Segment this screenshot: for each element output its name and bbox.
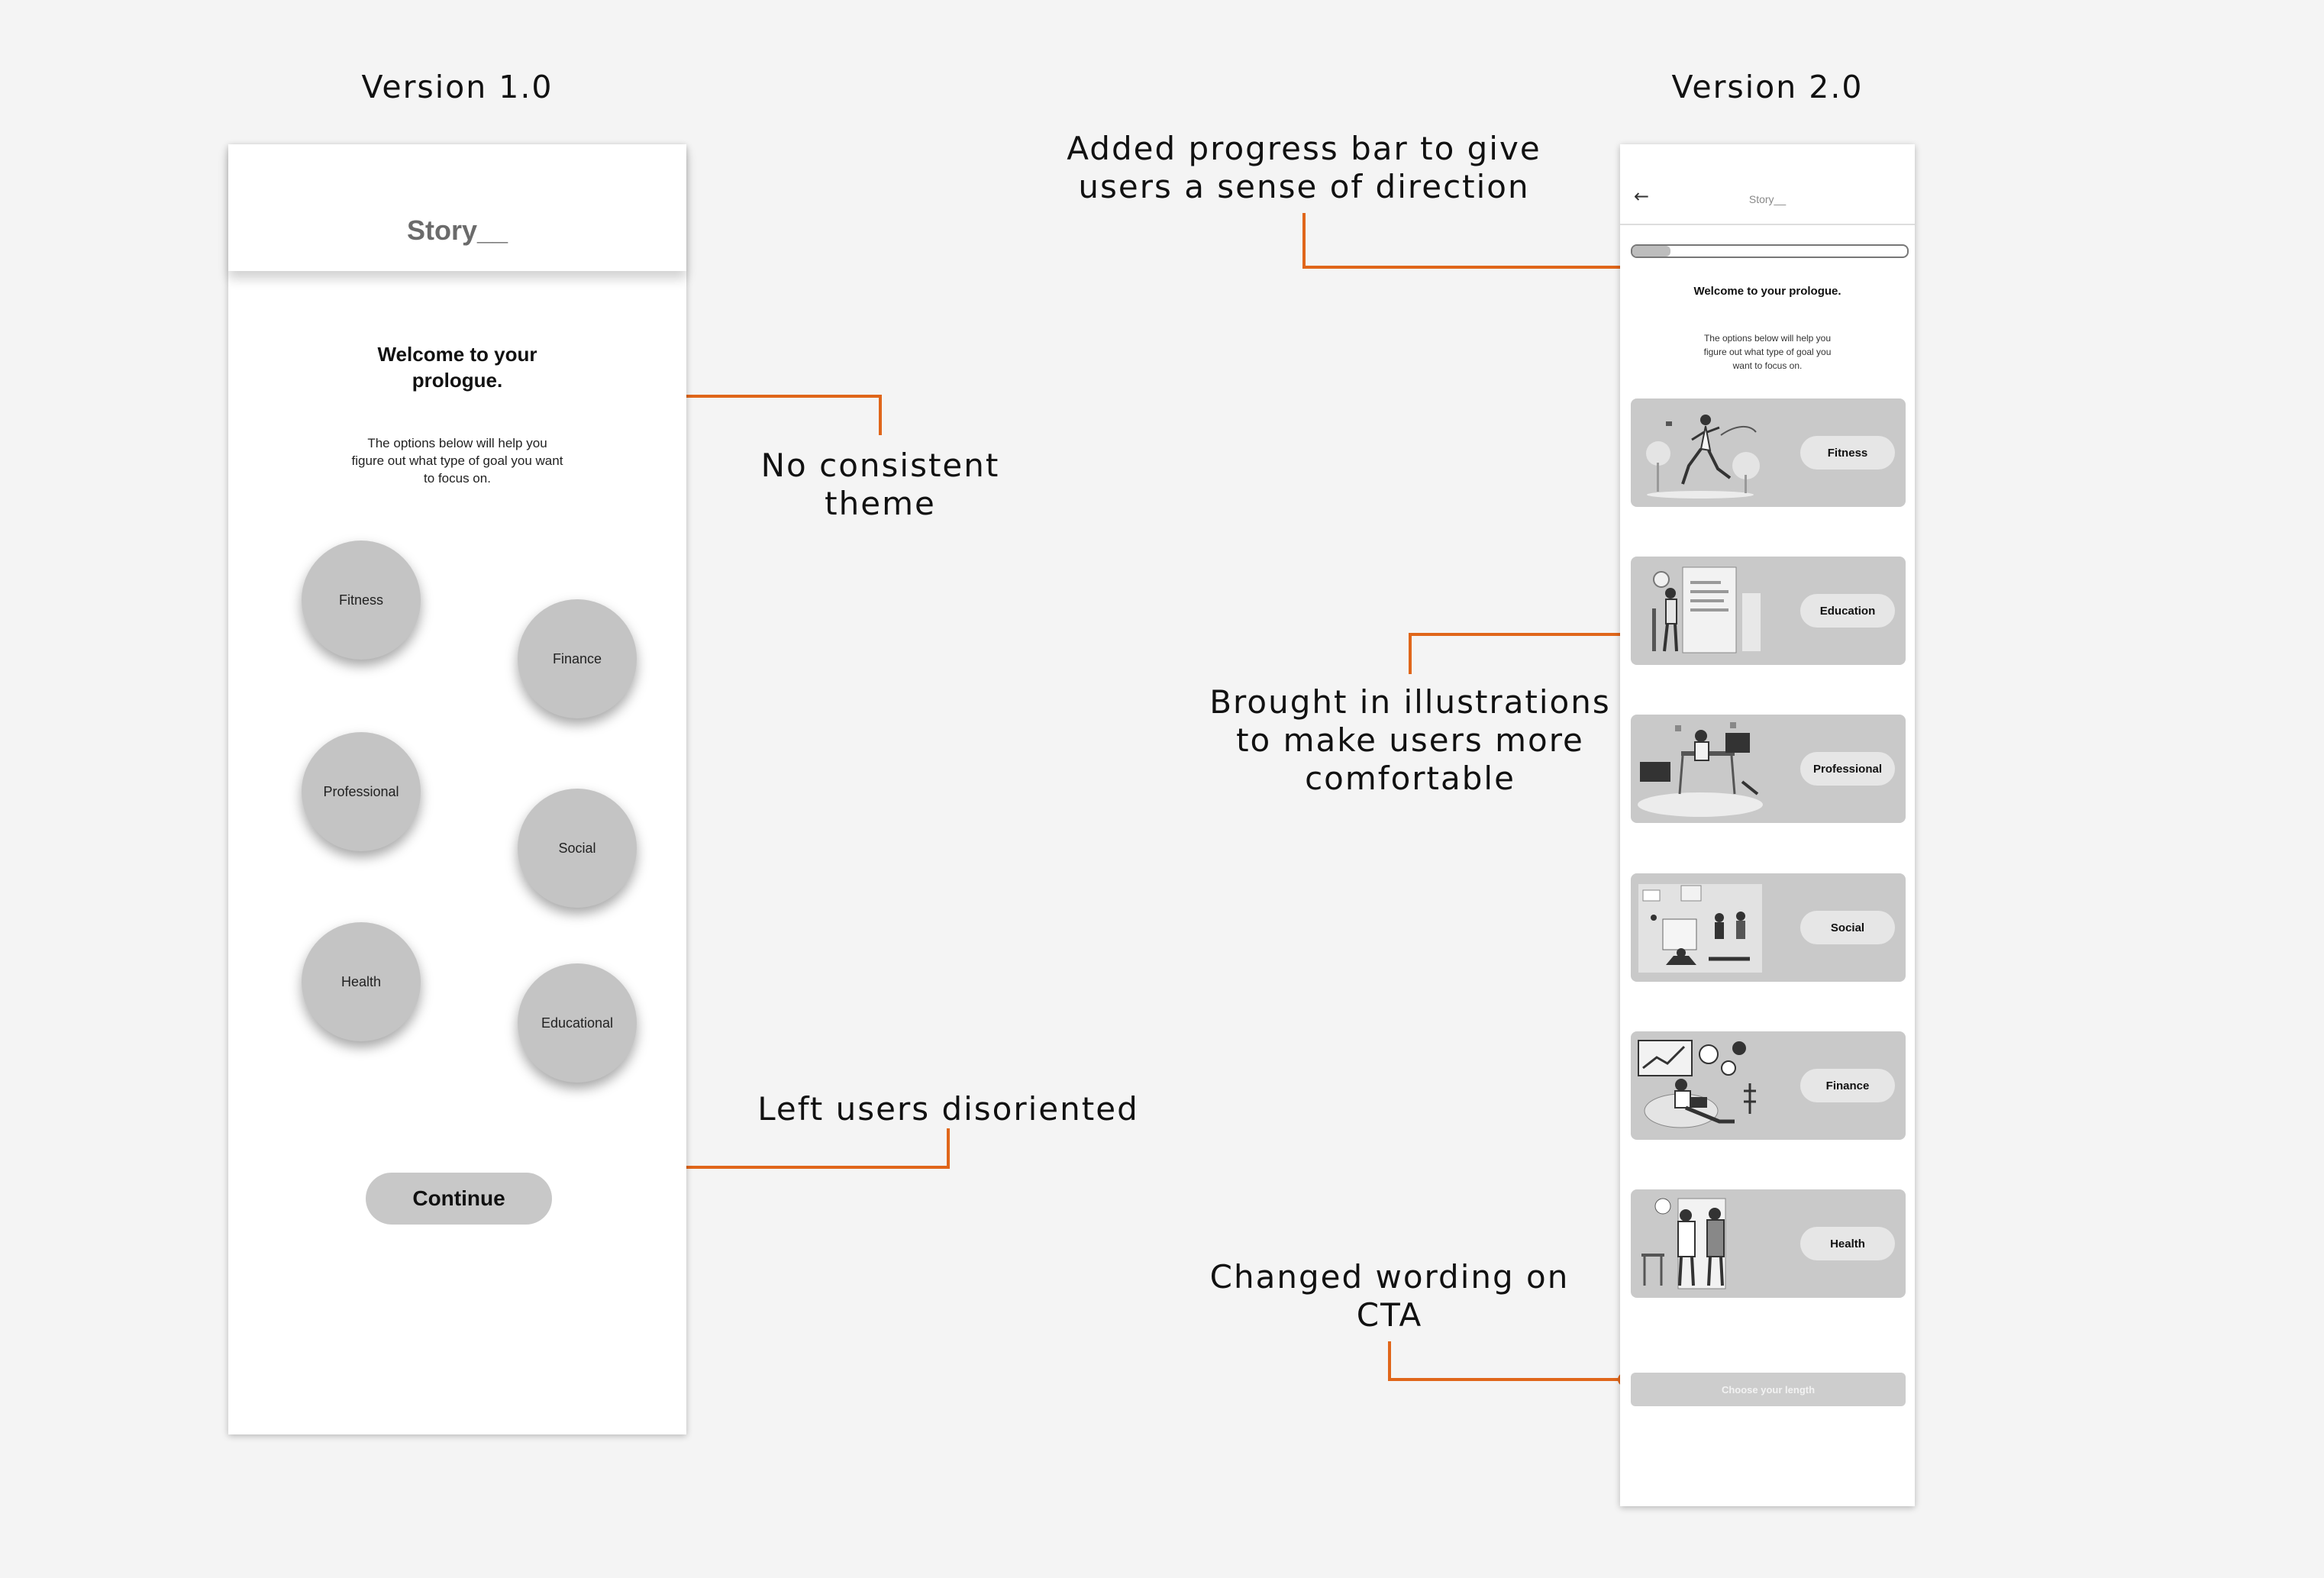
phone-mockup-v1: Story__ Welcome to your prologue. The op… bbox=[228, 144, 686, 1434]
intro-description: The options below will help you figure o… bbox=[1691, 331, 1844, 373]
version-2-title: Version 2.0 bbox=[1671, 69, 1864, 105]
annotation-line: Left users disoriented bbox=[757, 1090, 1139, 1128]
social-gathering-illustration bbox=[1638, 884, 1762, 973]
arrow-left-icon[interactable]: ← bbox=[1634, 186, 1650, 207]
goal-bubble-fitness[interactable]: Fitness bbox=[302, 541, 421, 660]
goal-card-finance[interactable]: Finance bbox=[1631, 1031, 1906, 1140]
fitness-button[interactable]: Fitness bbox=[1800, 436, 1895, 470]
health-button[interactable]: Health bbox=[1800, 1227, 1895, 1260]
professional-button[interactable]: Professional bbox=[1800, 752, 1895, 786]
version-1-title: Version 1.0 bbox=[361, 69, 554, 105]
welcome-line: Welcome to your bbox=[377, 343, 537, 366]
annotation-line: users a sense of direction bbox=[1078, 168, 1530, 205]
goal-bubble-social[interactable]: Social bbox=[518, 789, 637, 908]
running-person-illustration bbox=[1646, 415, 1760, 499]
annotation-line: CTA bbox=[1356, 1296, 1423, 1334]
annotation-line: No consistent bbox=[760, 447, 1000, 484]
progress-bar bbox=[1631, 244, 1909, 258]
goal-card-education[interactable]: Education bbox=[1631, 557, 1906, 665]
goal-card-fitness[interactable]: Fitness bbox=[1631, 399, 1906, 507]
annotation-line: theme bbox=[825, 485, 936, 522]
description-line: want to focus on. bbox=[1732, 360, 1803, 371]
description-line: to focus on. bbox=[424, 471, 491, 486]
annotation-no-consistent-theme: No consistent theme bbox=[728, 447, 1033, 523]
annotation-line: Added progress bar to give bbox=[1067, 130, 1541, 167]
progress-bar-fill bbox=[1632, 246, 1671, 257]
annotation-line: comfortable bbox=[1305, 760, 1515, 797]
annotation-progress-bar: Added progress bar to give users a sense… bbox=[1037, 130, 1571, 206]
goal-bubble-health[interactable]: Health bbox=[302, 922, 421, 1041]
goal-card-professional[interactable]: Professional bbox=[1631, 715, 1906, 823]
education-illustration bbox=[1652, 566, 1761, 653]
description-line: The options below will help you bbox=[1703, 333, 1832, 344]
annotation-line: Brought in illustrations bbox=[1209, 683, 1611, 721]
description-line: The options below will help you bbox=[367, 436, 547, 450]
annotation-line: Changed wording on bbox=[1209, 1258, 1570, 1296]
welcome-line: prologue. bbox=[412, 369, 503, 392]
app-logo: Story__ bbox=[406, 215, 508, 246]
goal-bubble-professional[interactable]: Professional bbox=[302, 732, 421, 851]
goal-bubble-educational[interactable]: Educational bbox=[518, 963, 637, 1083]
app-header: ← Story__ bbox=[1620, 144, 1915, 225]
intro-description: The options below will help you figure o… bbox=[328, 434, 587, 487]
annotation-left-users-disoriented: Left users disoriented bbox=[719, 1090, 1177, 1128]
goal-card-health[interactable]: Health bbox=[1631, 1189, 1906, 1298]
education-button[interactable]: Education bbox=[1800, 594, 1895, 628]
goal-card-social[interactable]: Social bbox=[1631, 873, 1906, 982]
welcome-heading: Welcome to your prologue. bbox=[1693, 285, 1841, 298]
description-line: figure out what type of goal you bbox=[1703, 347, 1832, 357]
annotation-line: to make users more bbox=[1236, 721, 1584, 759]
goal-bubble-finance[interactable]: Finance bbox=[518, 599, 637, 718]
social-button[interactable]: Social bbox=[1800, 911, 1895, 944]
description-line: figure out what type of goal you want bbox=[351, 453, 563, 468]
choose-length-button[interactable]: Choose your length bbox=[1631, 1373, 1906, 1406]
continue-button[interactable]: Continue bbox=[366, 1173, 552, 1225]
office-desk-illustration bbox=[1638, 722, 1763, 817]
app-logo: Story__ bbox=[1748, 193, 1787, 205]
welcome-heading: Welcome to your prologue. bbox=[274, 341, 641, 393]
annotation-cta-wording: Changed wording on CTA bbox=[1199, 1258, 1580, 1334]
app-header: Story__ bbox=[228, 144, 686, 271]
phone-mockup-v2: ← Story__ Welcome to your prologue. The … bbox=[1620, 144, 1915, 1506]
finance-button[interactable]: Finance bbox=[1800, 1069, 1895, 1102]
annotation-illustrations: Brought in illustrations to make users m… bbox=[1181, 683, 1639, 798]
finance-illustration bbox=[1638, 1040, 1756, 1128]
doctor-illustration bbox=[1641, 1198, 1726, 1289]
